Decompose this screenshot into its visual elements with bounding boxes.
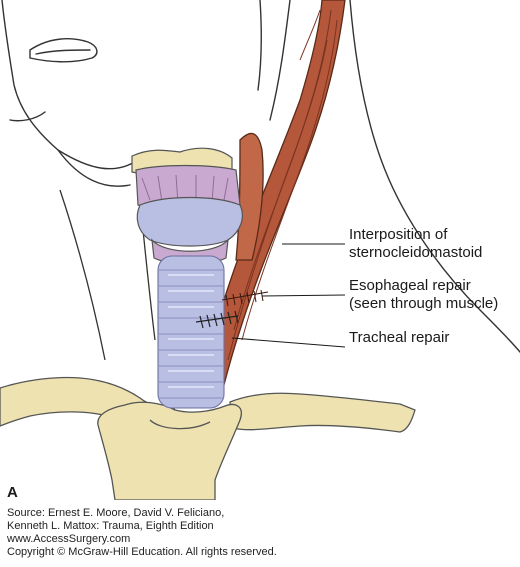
source-line-3: www.AccessSurgery.com (7, 533, 131, 545)
larynx (131, 147, 243, 265)
interposition-label-line1: Interposition of (349, 226, 448, 243)
source-line-4: Copyright © McGraw-Hill Education. All r… (7, 546, 277, 558)
interposition-label-line2: sternocleidomastoid (349, 244, 483, 261)
esophageal-repair-sutures (221, 289, 269, 307)
interposition-label: Interposition of sternocleidomastoid (349, 226, 482, 262)
source-line-1: Source: Ernest E. Moore, David V. Felici… (7, 507, 225, 519)
leader-lines (231, 243, 346, 348)
esophageal-label-line2: (seen through muscle) (349, 295, 499, 312)
clavicle-sternum (0, 376, 416, 500)
leader-esophageal (261, 294, 346, 297)
face-outline (1, 0, 520, 353)
leader-tracheal (231, 337, 346, 348)
tracheal-repair-label: Tracheal repair (349, 329, 450, 346)
esophageal-label-line1: Esophageal repair (349, 277, 471, 294)
tracheal-repair-sutures (195, 310, 239, 329)
esophageal-repair-label: Esophageal repair (seen through muscle) (349, 277, 498, 313)
source-line-2: Kenneth L. Mattox: Trauma, Eighth Editio… (7, 520, 214, 532)
source-credit: Source: Ernest E. Moore, David V. Felici… (7, 507, 277, 559)
panel-letter: A (7, 484, 18, 501)
neck-anatomy-illustration (0, 0, 520, 500)
trachea (157, 255, 225, 409)
